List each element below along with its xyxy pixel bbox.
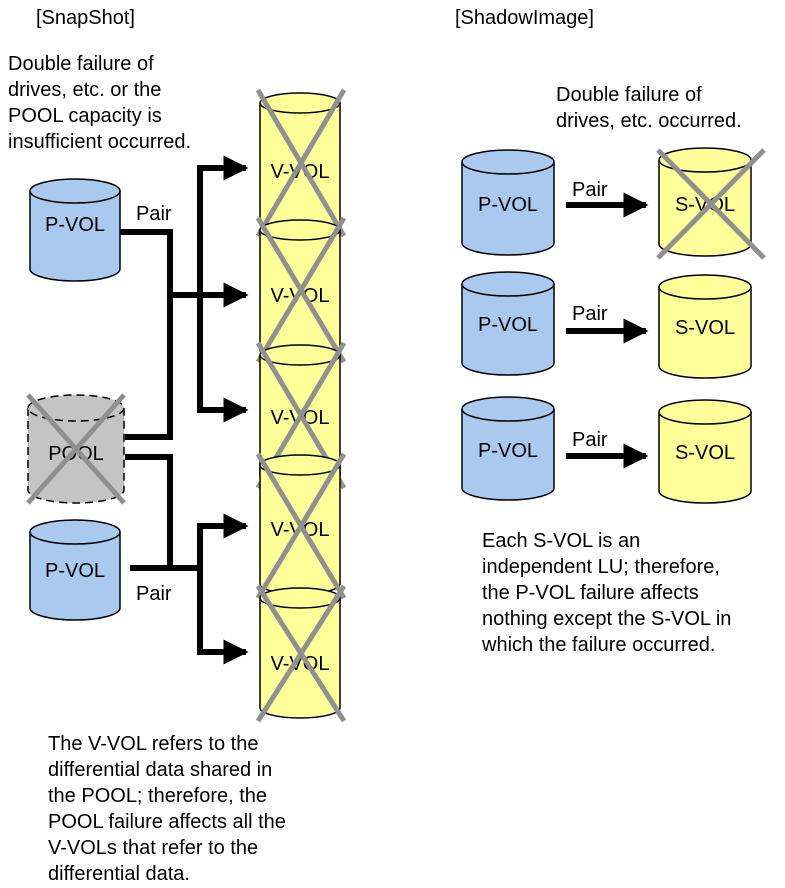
arrow-vvol-3 — [197, 295, 249, 423]
shadowimage-caption: Each S-VOL is an independent LU; therefo… — [481, 530, 737, 656]
failure-cross-icon — [255, 88, 347, 238]
arrow-vvol-4 — [197, 513, 249, 568]
shadow-svol-3: S-VOL — [658, 399, 752, 504]
svg-text:POOL: POOL — [48, 443, 104, 465]
snapshot-pvol-top: P-VOL — [29, 178, 121, 282]
shadow-svol-2: S-VOL — [658, 274, 752, 379]
svg-text:P-VOL: P-VOL — [478, 314, 538, 336]
vvol-5: V-VOL — [255, 584, 347, 723]
vvol-1: V-VOL — [255, 88, 347, 238]
snapshot-connector-lines — [120, 229, 200, 571]
arrow-vvol-5 — [197, 568, 249, 665]
shadow-pair-label-2: Pair — [572, 303, 608, 325]
svg-text:V-VOL: V-VOL — [271, 653, 330, 675]
snapshot-pair-label-bottom: Pair — [136, 583, 172, 605]
shadow-pvol-1: P-VOL — [461, 149, 555, 256]
svg-text:S-VOL: S-VOL — [675, 317, 735, 339]
failure-cross-icon — [255, 216, 347, 364]
pool-failure-cross-icon — [26, 393, 126, 505]
svg-text:V-VOL: V-VOL — [271, 161, 330, 183]
vvol-4: V-VOL — [255, 452, 347, 600]
svg-text:P-VOL: P-VOL — [45, 214, 105, 236]
svg-text:P-VOL: P-VOL — [45, 560, 105, 582]
failure-cross-icon — [656, 148, 766, 260]
arrow-vvol-1 — [197, 155, 249, 295]
shadow-pvol-2: P-VOL — [461, 271, 555, 376]
snapshot-heading: [SnapShot] — [36, 7, 135, 29]
vvol-2: V-VOL — [255, 216, 347, 364]
svg-text:S-VOL: S-VOL — [675, 442, 735, 464]
shadow-svol-1: S-VOL — [656, 147, 766, 260]
shadow-pair-label-1: Pair — [572, 179, 608, 201]
snapshot-arrows — [197, 155, 249, 665]
svg-text:P-VOL: P-VOL — [478, 440, 538, 462]
pool-volume: POOL — [26, 393, 126, 505]
snapshot-caption: The V-VOL refers to the differential dat… — [48, 733, 291, 885]
shadowimage-failure-note: Double failure of drives, etc. occurred. — [556, 84, 742, 132]
shadow-pvol-3: P-VOL — [461, 396, 555, 501]
snapshot-failure-note: Double failure of drives, etc. or the PO… — [8, 53, 191, 153]
svg-text:P-VOL: P-VOL — [478, 194, 538, 216]
snapshot-pair-label-top: Pair — [136, 203, 172, 225]
failure-cross-icon — [255, 584, 347, 723]
failure-cross-icon — [255, 452, 347, 600]
snapshot-pvol-bottom: P-VOL — [29, 519, 121, 621]
shadow-pair-label-3: Pair — [572, 429, 608, 451]
shadowimage-heading: [ShadowImage] — [455, 7, 594, 29]
